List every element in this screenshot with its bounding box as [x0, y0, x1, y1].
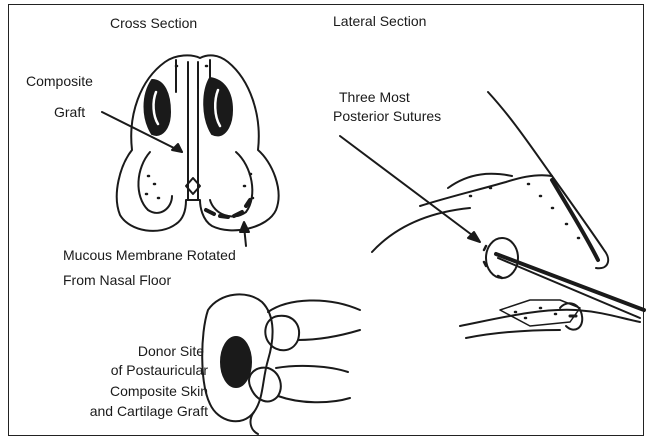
composite-graft-label-line2: Graft: [54, 103, 85, 122]
mucous-membrane-label-line2: From Nasal Floor: [63, 271, 171, 290]
cross-section-title: Cross Section: [110, 14, 197, 33]
mucous-membrane-label-line1: Mucous Membrane Rotated: [63, 246, 236, 265]
donor-site-label-line3: Composite Skin: [110, 382, 208, 401]
three-sutures-label-line2: Posterior Sutures: [333, 107, 441, 126]
lateral-section-drawing: [340, 92, 644, 338]
donor-site-label-line2: of Postauricular: [111, 361, 208, 380]
nasal-cross-section-drawing: [102, 55, 279, 246]
donor-site-label-line1: Donor Site: [138, 342, 204, 361]
ear-donor-site-drawing: [202, 294, 360, 434]
three-sutures-label-line1: Three Most: [339, 88, 410, 107]
lateral-section-title: Lateral Section: [333, 12, 426, 31]
donor-site-label-line4: and Cartilage Graft: [90, 402, 208, 421]
composite-graft-label-line1: Composite: [26, 72, 93, 91]
